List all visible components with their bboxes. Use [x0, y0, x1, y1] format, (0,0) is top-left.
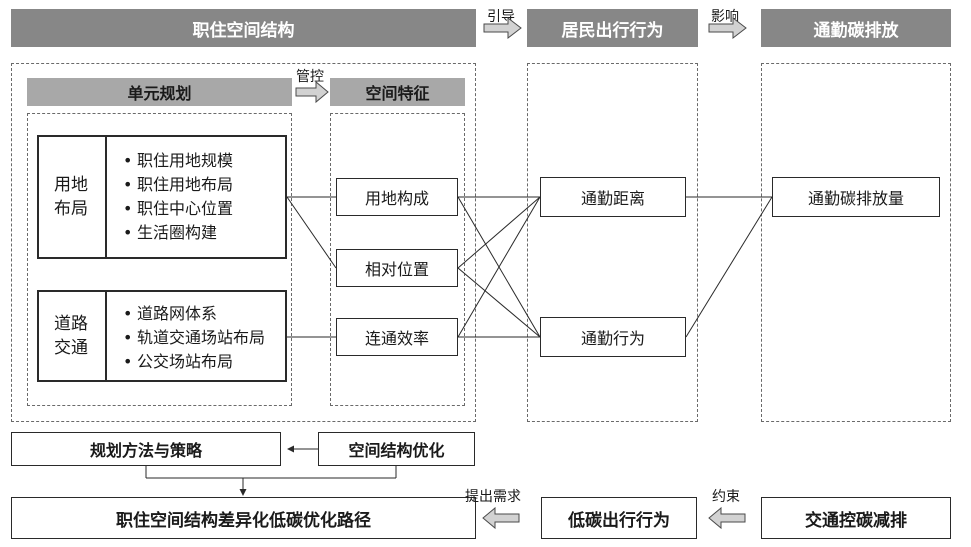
- unit-planning-frame: [27, 113, 292, 406]
- behavior-commute-distance: 通勤距离: [540, 177, 686, 217]
- list-item: 生活圈构建: [123, 221, 233, 245]
- label-influence: 影响: [711, 9, 739, 25]
- low-carbon-path-box: 职住空间结构差异化低碳优化路径: [11, 497, 476, 539]
- structure-optimization-box: 空间结构优化: [318, 432, 475, 466]
- label-requirement: 提出需求: [465, 489, 521, 505]
- planning-methods-box: 规划方法与策略: [11, 432, 281, 466]
- road-traffic-title-line2: 交通: [54, 338, 88, 358]
- label-control: 管控: [296, 69, 324, 85]
- feature-land-composition: 用地构成: [336, 178, 458, 216]
- emission-commute-carbon: 通勤碳排放量: [772, 177, 940, 217]
- subheader-spatial-features: 空间特征: [330, 78, 465, 106]
- list-item: 道路网体系: [123, 302, 265, 326]
- land-use-title-line2: 布局: [54, 199, 88, 219]
- header-emission: 通勤碳排放: [761, 9, 951, 47]
- road-traffic-title-box: 道路 交通: [37, 290, 107, 382]
- label-constraint: 约束: [712, 489, 740, 505]
- emission-group-frame: [761, 63, 951, 422]
- structure-group-frame: [11, 63, 476, 422]
- land-use-title-box: 用地 布局: [37, 135, 107, 259]
- behavior-group-frame: [527, 63, 698, 422]
- feature-connectivity-efficiency: 连通效率: [336, 318, 458, 356]
- header-structure: 职住空间结构: [11, 9, 476, 47]
- header-behavior: 居民出行行为: [527, 9, 698, 47]
- list-item: 职住中心位置: [123, 197, 233, 221]
- list-item: 职住用地布局: [123, 173, 233, 197]
- low-carbon-travel-box: 低碳出行行为: [541, 497, 697, 539]
- land-use-title-line1: 用地: [54, 175, 88, 195]
- list-item: 职住用地规模: [123, 149, 233, 173]
- road-traffic-title-line1: 道路: [54, 314, 88, 334]
- subheader-unit-planning: 单元规划: [27, 78, 292, 106]
- list-item: 轨道交通场站布局: [123, 326, 265, 350]
- list-item: 公交场站布局: [123, 350, 265, 374]
- land-use-list: 职住用地规模 职住用地布局 职住中心位置 生活圈构建: [123, 149, 233, 245]
- traffic-carbon-reduction-box: 交通控碳减排: [761, 497, 951, 539]
- behavior-commute-behavior: 通勤行为: [540, 317, 686, 357]
- road-traffic-list: 道路网体系 轨道交通场站布局 公交场站布局: [123, 302, 265, 374]
- feature-relative-position: 相对位置: [336, 249, 458, 287]
